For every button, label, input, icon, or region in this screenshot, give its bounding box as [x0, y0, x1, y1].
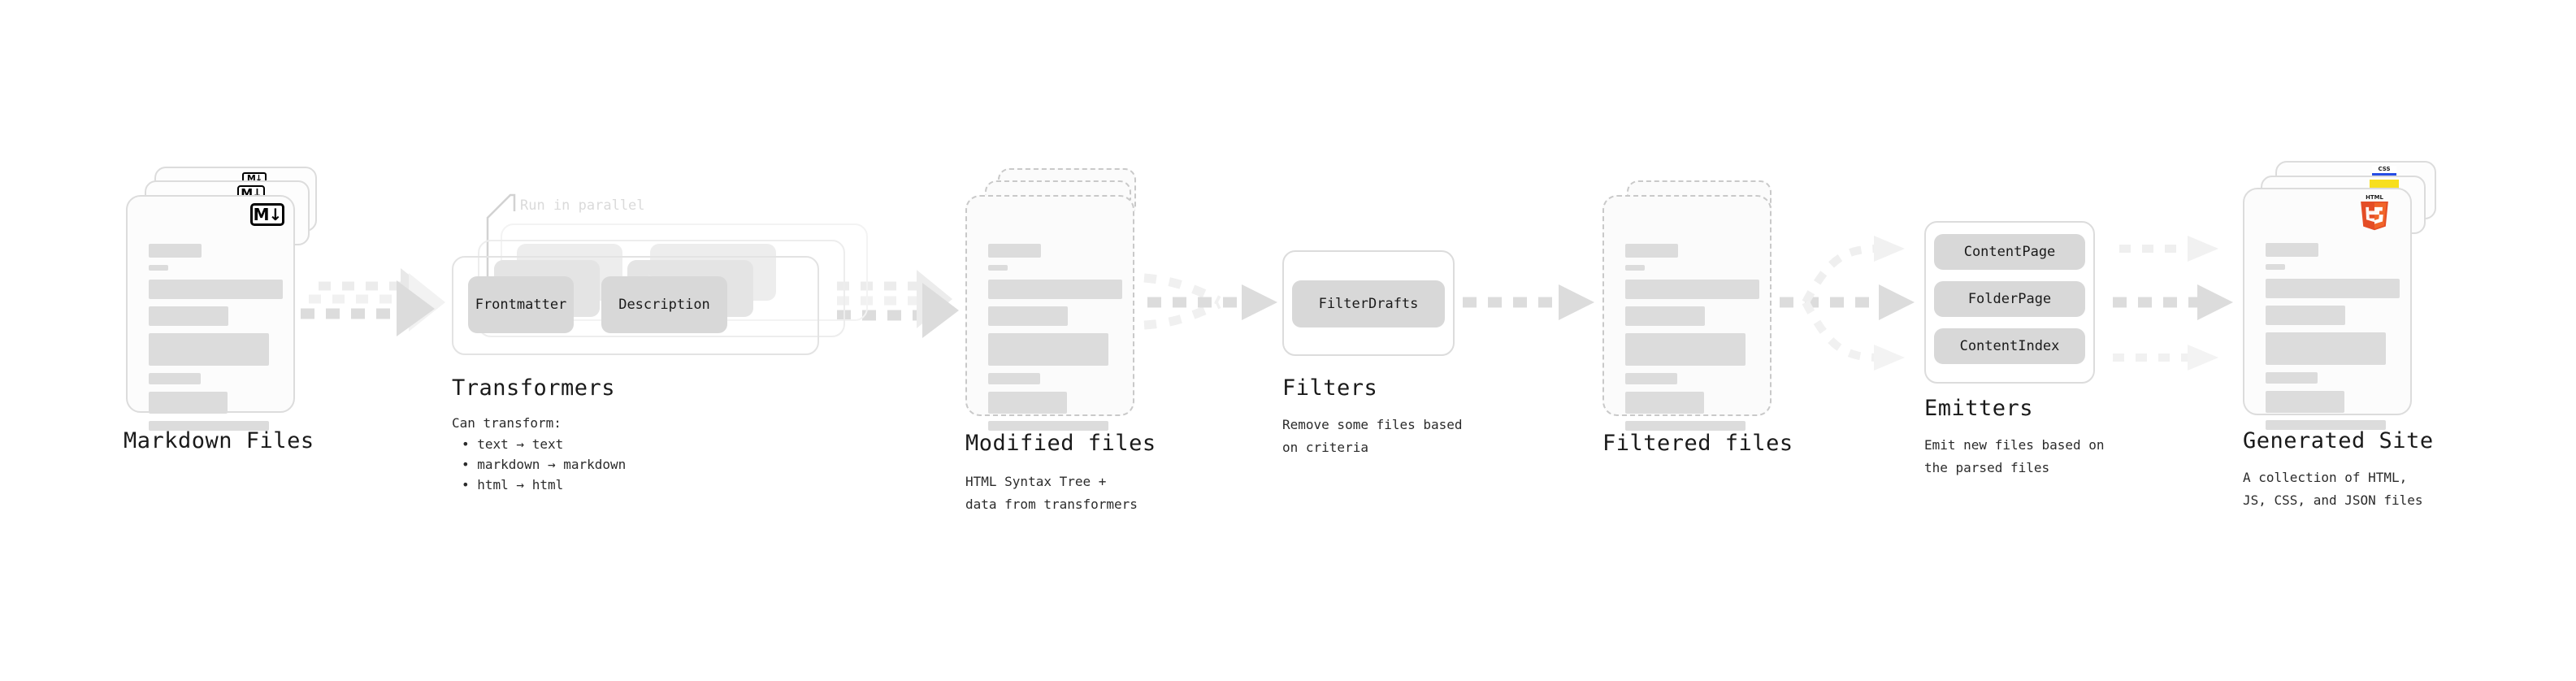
content-bar — [1625, 421, 1746, 431]
stage-title-emitters: Emitters — [1924, 396, 2034, 421]
generated-card-content-bars — [2266, 243, 2400, 437]
bullet-item: • markdown → markdown — [462, 457, 627, 472]
filtered-card-content-bars — [1625, 244, 1759, 438]
modified-card-front — [965, 195, 1134, 431]
connector-emitters-to-generated — [2113, 236, 2233, 371]
content-bar — [1625, 392, 1704, 414]
connector-filtered-to-emitters — [1780, 236, 1915, 371]
content-bar — [149, 265, 168, 271]
stage-title-filters: Filters — [1282, 375, 1378, 401]
stage-subtitle-transformers: Can transform: — [452, 415, 562, 431]
content-bar — [988, 280, 1122, 299]
markdown-logo-icon: M↓ — [250, 203, 284, 226]
content-bar — [2266, 306, 2345, 325]
content-bar — [1625, 306, 1705, 326]
content-bar — [149, 373, 201, 384]
stage-subtitle-emitters-line1: Emit new files based on — [1924, 437, 2105, 453]
stage-subtitle-filters-line2: on criteria — [1282, 440, 1368, 455]
stage-title-modified-files: Modified files — [965, 431, 1156, 456]
stage-title-generated-site: Generated Site — [2243, 428, 2434, 453]
filters-pill-filterdrafts[interactable]: FilterDrafts — [1292, 280, 1445, 327]
content-bar — [1625, 265, 1645, 271]
stage-subtitle-filters-line1: Remove some files based — [1282, 417, 1463, 432]
content-bar — [988, 421, 1108, 431]
content-bar — [988, 265, 1008, 271]
content-bar — [2266, 279, 2400, 298]
content-bar — [988, 306, 1068, 326]
content-bar — [2266, 420, 2386, 430]
md-logo-label: M↓ — [246, 173, 262, 184]
modified-card-content-bars — [988, 244, 1122, 438]
emitters-pill-folderpage[interactable]: FolderPage — [1934, 281, 2085, 317]
generated-card-front — [2243, 188, 2412, 430]
transformer-pill-description[interactable]: Description — [601, 276, 727, 333]
connector-modified-to-filters — [1143, 273, 1277, 330]
connector-markdown-to-transformers — [301, 268, 445, 336]
content-bar — [149, 392, 228, 414]
stage-title-transformers: Transformers — [452, 375, 616, 401]
content-bar — [149, 333, 269, 366]
content-bar — [1625, 244, 1678, 258]
content-bar — [2266, 264, 2285, 270]
stage-subtitle-generated-site-line1: A collection of HTML, — [2243, 470, 2408, 485]
content-bar — [988, 373, 1040, 384]
emitters-pill-contentindex[interactable]: ContentIndex — [1934, 328, 2085, 364]
content-bar — [1625, 373, 1677, 384]
filtered-card-front — [1602, 195, 1772, 431]
stage-subtitle-emitters-line2: the parsed files — [1924, 460, 2050, 475]
stage-title-markdown-files: Markdown Files — [124, 428, 314, 453]
content-bar — [2266, 332, 2386, 365]
content-bar — [149, 244, 202, 258]
transformer-panel-front — [452, 256, 819, 355]
bullet-item: • html → html — [462, 477, 564, 492]
content-bar — [149, 306, 228, 326]
css-badge-label: CSS — [2372, 166, 2396, 173]
stage-subtitle-modified-files-line2: data from transformers — [965, 497, 1138, 512]
transformers-bullet-list: • text → text • markdown → markdown • ht… — [462, 434, 626, 495]
content-bar — [149, 280, 283, 299]
content-bar — [1625, 280, 1759, 299]
content-bar — [2266, 372, 2318, 384]
content-bar — [988, 333, 1108, 366]
content-bar — [1625, 333, 1746, 366]
connector-filters-to-filtered — [1463, 284, 1594, 320]
stage-title-filtered-files: Filtered files — [1602, 431, 1793, 456]
md-logo-label: M↓ — [253, 205, 283, 224]
html5-logo-wordmark: HTML — [2366, 194, 2383, 201]
content-bar — [988, 244, 1041, 258]
transformer-pill-frontmatter[interactable]: Frontmatter — [468, 276, 574, 333]
bullet-item: • text → text — [462, 436, 564, 452]
markdown-card-content-bars — [149, 244, 283, 438]
content-bar — [988, 392, 1067, 414]
content-bar — [2266, 391, 2344, 413]
stage-subtitle-generated-site-line2: JS, CSS, and JSON files — [2243, 492, 2423, 508]
html5-logo-icon: HTML — [2358, 193, 2391, 231]
css-badge-icon: CSS — [2372, 166, 2396, 176]
emitters-pill-contentpage[interactable]: ContentPage — [1934, 234, 2085, 270]
markdown-card-front — [126, 195, 295, 431]
run-in-parallel-note: Run in parallel — [520, 197, 645, 214]
stage-subtitle-modified-files-line1: HTML Syntax Tree + — [965, 474, 1107, 489]
content-bar — [149, 421, 269, 431]
content-bar — [2266, 243, 2318, 257]
